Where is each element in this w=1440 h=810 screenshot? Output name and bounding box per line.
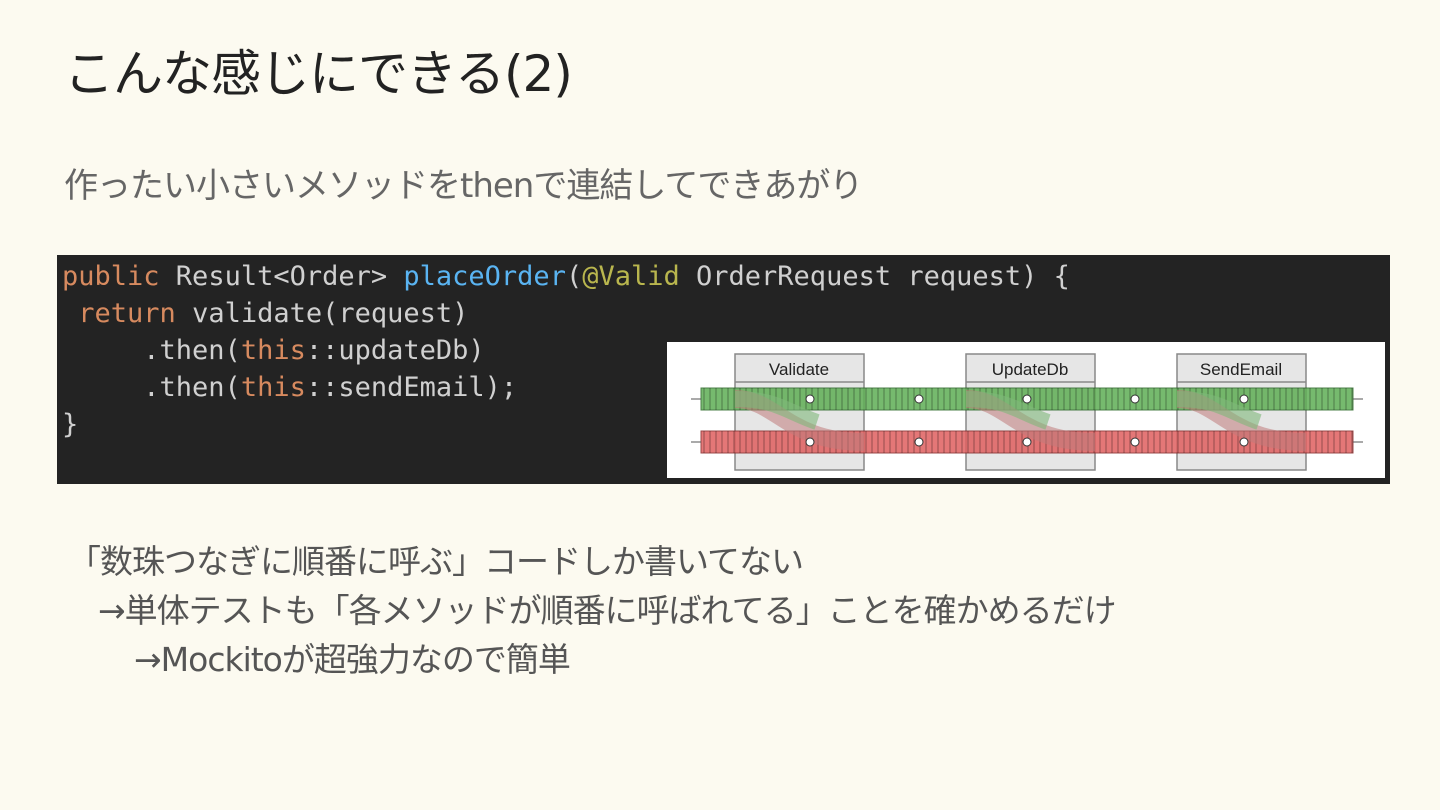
code-line-3: .then(this::updateDb)	[62, 335, 485, 366]
code-text: ::updateDb)	[305, 335, 485, 366]
code-text: validate(request)	[175, 298, 469, 329]
code-line-1: public Result<Order> placeOrder(@Valid O…	[62, 261, 1070, 292]
code-text: .then(	[62, 372, 241, 403]
code-text: OrderRequest request) {	[679, 261, 1070, 292]
code-text: ::sendEmail);	[305, 372, 518, 403]
code-text: (	[565, 261, 583, 292]
keyword-public: public	[62, 261, 160, 292]
code-listing: public Result<Order> placeOrder(@Valid O…	[62, 258, 1070, 443]
stage-label-sendemail: SendEmail	[1200, 360, 1282, 379]
slide-title: こんな感じにできる(2)	[64, 45, 573, 103]
railway-diagram: Validate UpdateDb SendEmail	[667, 342, 1385, 478]
stage-label-validate: Validate	[769, 360, 829, 379]
stage-label-updatedb: UpdateDb	[992, 360, 1069, 379]
annotation: @Valid	[582, 261, 680, 292]
notes: 「数珠つなぎに順番に呼ぶ」コードしか書いてない →単体テストも「各メソッドが順番…	[68, 537, 1117, 684]
keyword-return: return	[78, 298, 176, 329]
keyword-this: this	[240, 372, 306, 403]
note-line-2: →単体テストも「各メソッドが順番に呼ばれてる」ことを確かめるだけ	[98, 591, 1117, 630]
method-name: placeOrder	[403, 261, 566, 292]
code-text: .then(	[62, 335, 241, 366]
note-line-1: 「数珠つなぎに順番に呼ぶ」コードしか書いてない	[68, 542, 804, 581]
code-text: Result<Order>	[159, 261, 404, 292]
code-line-4: .then(this::sendEmail);	[62, 372, 517, 403]
note-line-3: →Mockitoが超強力なので簡単	[134, 640, 571, 679]
keyword-this: this	[240, 335, 306, 366]
railway-diagram-svg: Validate UpdateDb SendEmail	[691, 353, 1363, 471]
code-line-2: return validate(request)	[62, 298, 468, 329]
code-text	[62, 298, 78, 329]
slide-subtitle: 作ったい小さいメソッドをthenで連結してできあがり	[64, 166, 863, 206]
code-line-5: }	[62, 409, 79, 440]
